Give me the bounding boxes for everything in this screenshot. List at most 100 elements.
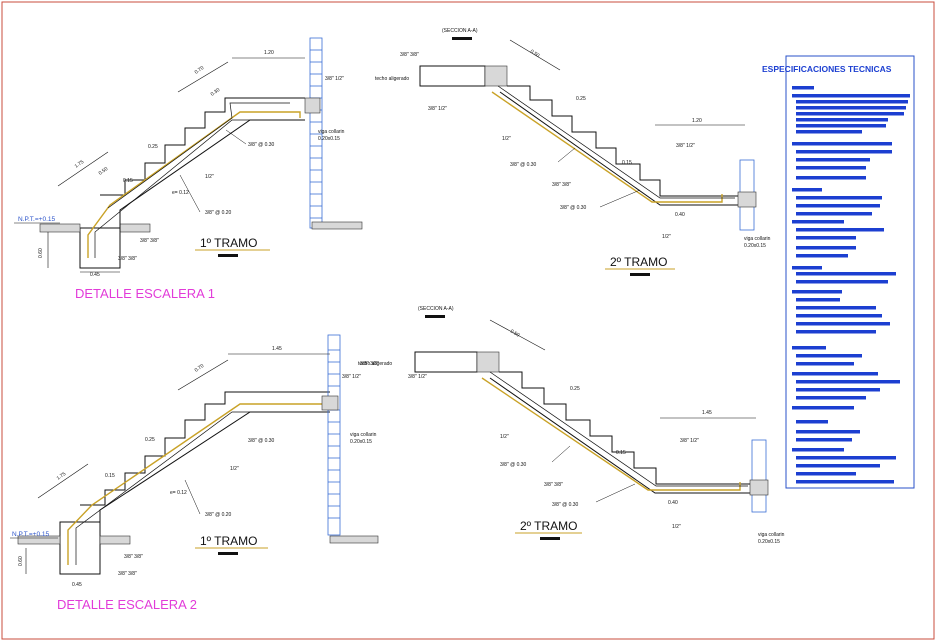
dim-label: 1.45 (702, 410, 712, 416)
dim-label: 0.25 (145, 437, 155, 443)
spec-line (796, 330, 876, 334)
spec-line (792, 406, 854, 410)
spec-line (796, 438, 852, 442)
spec-line (792, 290, 842, 294)
rebar-note: 3/8" 1/2" (680, 438, 699, 444)
stair-2-tramo-1: 1.45 0.70 1.75 0.45 0.25 0.15 0.60 3/8" … (10, 334, 392, 612)
spec-line (796, 254, 848, 258)
spec-line (796, 298, 840, 302)
spec-line (796, 472, 856, 476)
dim-label: 0.60 (18, 556, 24, 566)
thickness-note: e= 0.12 (170, 490, 187, 496)
rebar-note: 3/8" 1/2" (408, 374, 427, 380)
spec-line (796, 388, 880, 392)
stair-2-tramo-2: (SECCION A-A) 1.45 0.50 0.25 0.15 0.40 3… (360, 306, 785, 545)
spec-line (796, 246, 856, 250)
rebar-note: 3/8" 3/8" (140, 238, 159, 244)
rebar-note: 1/2" (672, 524, 681, 530)
spec-line (796, 322, 890, 326)
spec-line (796, 380, 900, 384)
rebar-note: 3/8" 3/8" (118, 256, 137, 262)
rebar-note: 3/8" @ 0.30 (552, 502, 579, 508)
spec-line (796, 212, 872, 216)
rebar-note: 3/8" 3/8" (544, 482, 563, 488)
spec-line (796, 100, 908, 104)
spec-line (796, 314, 882, 318)
rebar-note: 3/8" @ 0.30 (510, 162, 537, 168)
rebar-note: 3/8" 3/8" (124, 554, 143, 560)
spec-line (796, 176, 866, 180)
dim-label: 0.45 (90, 272, 100, 278)
spec-line (796, 480, 894, 484)
technical-specifications: ESPECIFICACIONES TECNICAS (762, 55, 915, 489)
beam-note: viga collarin (758, 532, 785, 538)
spec-line (796, 464, 880, 468)
spec-line (796, 456, 896, 460)
dim-label: 0.15 (105, 473, 115, 479)
stair-1-tramo-1: 1.20 0.70 0.30 1.75 0.50 0.45 0.25 0.15 … (14, 37, 363, 301)
spec-line (792, 448, 844, 452)
spec-line (796, 150, 892, 154)
spec-line (796, 420, 828, 424)
section-label: (SECCION A-A) (442, 28, 478, 34)
dim-label: 1.75 (74, 159, 86, 170)
tramo-title: 2º TRAMO (520, 519, 578, 533)
dim-label: 1.75 (56, 471, 68, 482)
rebar-note: 3/8" @ 0.30 (500, 462, 527, 468)
rebar-main (67, 403, 325, 565)
spec-line (796, 236, 856, 240)
rebar-note: 3/8" 3/8" (360, 361, 379, 367)
rebar-note: 1/2" (502, 136, 511, 142)
dim-label: 0.40 (668, 500, 678, 506)
spec-line (792, 142, 892, 146)
rebar-note: 3/8" 1/2" (428, 106, 447, 112)
rebar-main (87, 111, 301, 258)
rebar-note: 3/8" @ 0.30 (248, 142, 275, 148)
dim-label: 0.70 (194, 363, 206, 374)
dim-label: 0.50 (98, 166, 110, 177)
rebar-note: 3/8" @ 0.30 (560, 205, 587, 211)
dim-label: 0.25 (148, 144, 158, 150)
beam-dim-note: 0.20x0.15 (758, 539, 780, 545)
tramo-title: 2º TRAMO (610, 255, 668, 269)
rebar-note: 1/2" (662, 234, 671, 240)
rebar-note: 3/8" 3/8" (400, 52, 419, 58)
rebar-note: 3/8" @ 0.20 (205, 512, 232, 518)
spec-line (796, 430, 860, 434)
level-mark: N.P.T.=+0.15 (12, 531, 49, 538)
section-label: (SECCION A-A) (418, 306, 454, 312)
spec-line (796, 106, 906, 110)
level-mark: N.P.T.=+0.15 (18, 216, 55, 223)
spec-line (792, 220, 844, 224)
landing-slab (419, 65, 486, 87)
dim-label: 0.70 (194, 65, 206, 76)
spec-line (796, 118, 888, 122)
dim-label: 0.60 (38, 248, 44, 258)
spec-line (792, 188, 822, 192)
spec-line (796, 158, 870, 162)
beam-dim-note: 0.20x0.15 (744, 243, 766, 249)
spec-title: ESPECIFICACIONES TECNICAS (762, 64, 892, 74)
beam-section-1 (304, 97, 321, 114)
tramo-title: 1º TRAMO (200, 534, 258, 548)
stair-1-tramo-2: (SECCION A-A) 1.20 0.50 0.25 0.15 0.40 t… (375, 28, 771, 276)
foundation-pad (59, 521, 101, 575)
slab-note: techo aligerado (358, 361, 392, 367)
beam-dim-note: 0.20x0.15 (350, 439, 372, 445)
landing-hatch (484, 65, 508, 87)
spec-line (796, 196, 882, 200)
rebar-note: 3/8" 1/2" (342, 374, 361, 380)
spec-line (792, 86, 814, 90)
stair-steps (100, 97, 305, 196)
dim-label: 0.25 (570, 386, 580, 392)
spec-line (796, 280, 888, 284)
floor-slab-right (119, 223, 151, 233)
base-hatch-1 (311, 221, 363, 230)
floor-slab-left (39, 223, 81, 233)
dim-label: 1.45 (272, 346, 282, 352)
spec-line (796, 354, 862, 358)
spec-text-lines (792, 86, 910, 484)
beam-note: viga collarin (318, 129, 345, 135)
beam-note: viga collarin (744, 236, 771, 242)
